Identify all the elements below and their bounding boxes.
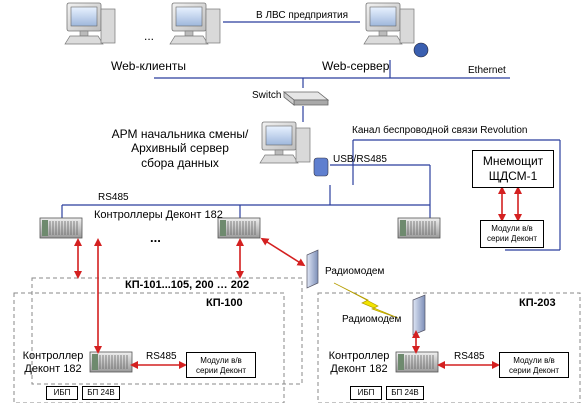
controller-icon-1 bbox=[39, 217, 83, 239]
modules-top-line1: Модули в/в bbox=[491, 224, 533, 233]
controller-left-line1: Контроллер bbox=[22, 350, 84, 362]
controller-icon-kp100 bbox=[89, 351, 133, 373]
rs485-top-label: RS485 bbox=[98, 192, 129, 203]
io-modules-right: Модули в/в серии Деконт bbox=[499, 352, 569, 378]
controller-icon-3 bbox=[397, 217, 441, 239]
radiomodem-label-2: Радиомодем bbox=[342, 314, 402, 325]
kp100-label: КП-100 bbox=[206, 297, 243, 309]
mnemo-board: Мнемощит ЩДСМ-1 bbox=[472, 150, 554, 188]
controller-right-line2: Деконт 182 bbox=[330, 362, 388, 375]
ellipsis-top: ... bbox=[144, 29, 155, 43]
ups-right: ИБП bbox=[350, 386, 382, 400]
modules-right-line1: Модули в/в bbox=[513, 356, 555, 365]
web-server-label: Web-сервер bbox=[322, 59, 390, 73]
radio-modem-icon-1 bbox=[306, 249, 319, 289]
modules-top-line2: серии Деконт bbox=[486, 234, 538, 243]
usb-rs485-label: USB/RS485 bbox=[333, 154, 387, 165]
network-switch-icon bbox=[282, 91, 330, 106]
arm-server-icon bbox=[259, 121, 329, 177]
controller-icon-2 bbox=[217, 217, 261, 239]
modules-left-line2: серии Деконт bbox=[195, 365, 247, 375]
kp-group-frames bbox=[13, 277, 581, 403]
radiomodem-label-1: Радиомодем bbox=[325, 266, 385, 277]
arm-label-line2: Архивный сервер bbox=[131, 141, 229, 156]
kp-range-label: КП-101...105, 200 … 202 bbox=[125, 279, 250, 291]
client-pc-icon-2 bbox=[169, 2, 221, 45]
to-lan-label: В ЛВС предприятия bbox=[256, 10, 349, 21]
controller-right-line1: Контроллер bbox=[328, 350, 390, 362]
psu-left: БП 24В bbox=[82, 386, 120, 400]
network-lines bbox=[61, 21, 561, 251]
client-pc-icon-1 bbox=[64, 2, 116, 45]
ellipsis-mid: ... bbox=[150, 230, 161, 245]
rs485-right-label: RS485 bbox=[454, 351, 485, 362]
mnemo-label-line1: Мнемощит bbox=[482, 154, 544, 168]
controller-label-right: Контроллер Деконт 182 bbox=[324, 350, 394, 375]
arm-label-line3: сбора данных bbox=[141, 155, 219, 170]
server-computer-icon bbox=[363, 2, 429, 58]
controller-left-line2: Деконт 182 bbox=[24, 362, 82, 375]
switch-label: Switch bbox=[252, 90, 282, 101]
web-clients-label: Web-клиенты bbox=[111, 59, 186, 73]
arm-label-line1: АРМ начальника смены/ bbox=[111, 127, 249, 141]
modules-right-line2: серии Деконт bbox=[508, 365, 560, 375]
kp203-label: КП-203 bbox=[519, 297, 556, 309]
controller-label-left: Контроллер Деконт 182 bbox=[18, 350, 88, 375]
wireless-channel-label: Канал беспроводной связи Revolution bbox=[352, 125, 528, 136]
radio-modem-icon-2 bbox=[412, 294, 426, 336]
psu-right: БП 24В bbox=[386, 386, 424, 400]
ups-left: ИБП bbox=[46, 386, 78, 400]
rs485-left-label: RS485 bbox=[146, 351, 177, 362]
lightning-bolt-icon bbox=[333, 282, 399, 319]
controllers-label: Контроллеры Деконт 182 bbox=[94, 209, 223, 221]
modules-left-line1: Модули в/в bbox=[200, 356, 242, 365]
mnemo-label-line2: ЩДСМ-1 bbox=[488, 169, 538, 183]
data-flow-arrows bbox=[74, 186, 522, 369]
arm-label: АРМ начальника смены/ Архивный сервер сб… bbox=[108, 127, 252, 170]
controller-icon-kp203 bbox=[395, 351, 439, 373]
io-modules-left: Модули в/в серии Деконт bbox=[186, 352, 256, 378]
ethernet-label: Ethernet bbox=[468, 65, 506, 76]
io-modules-top: Модули в/в серии Деконт bbox=[480, 220, 544, 248]
